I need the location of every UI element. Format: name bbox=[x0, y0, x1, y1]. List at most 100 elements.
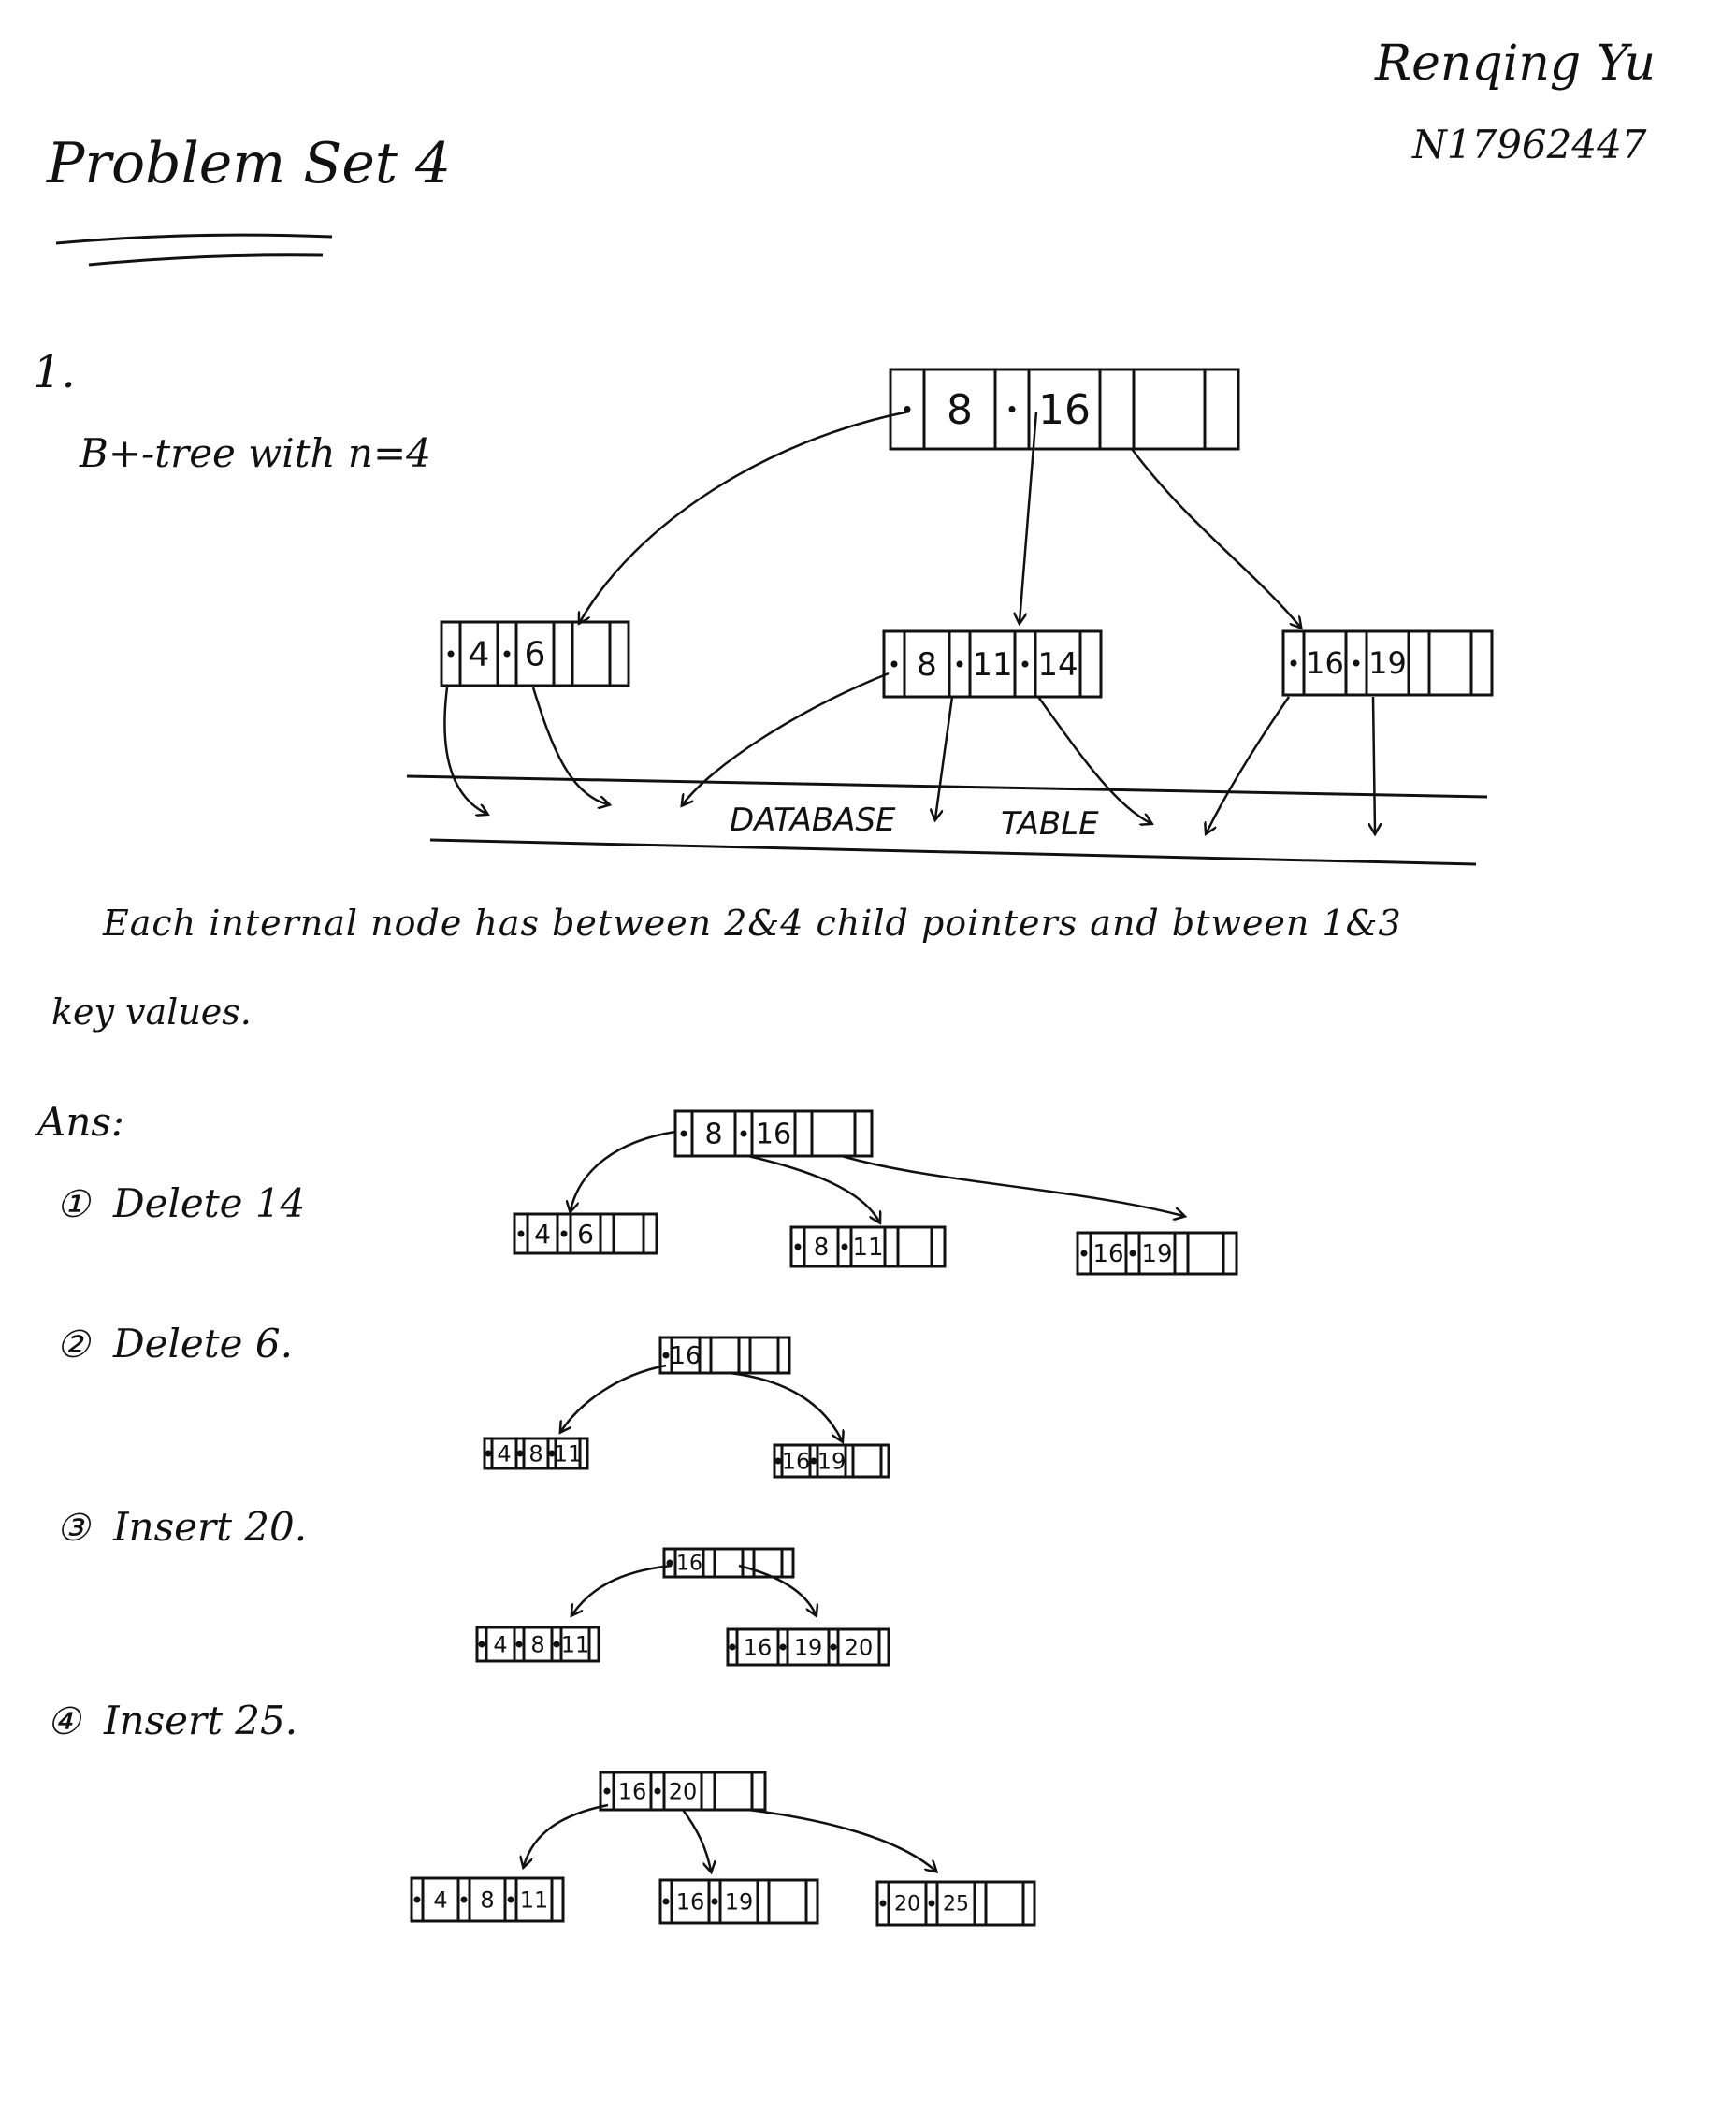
problem-number: 1. bbox=[33, 346, 76, 398]
step2-leaf-1-box bbox=[483, 1437, 589, 1470]
leaf3-arrow-a bbox=[1207, 696, 1291, 832]
step4-leaf-1-key: 4 bbox=[433, 1886, 447, 1913]
step4-leaf-1-key: 8 bbox=[480, 1886, 494, 1913]
database-table-top-line bbox=[406, 774, 1488, 799]
step2-leaf-2-key: 19 bbox=[817, 1448, 846, 1474]
step1-leaf-1-pointer-dot bbox=[517, 1230, 525, 1237]
step3-leaf-2-pointer-dot bbox=[729, 1643, 736, 1651]
database-label: DATABASE bbox=[730, 802, 896, 839]
step1-arrow-middle bbox=[747, 1154, 879, 1222]
original-leaf-3-key: 19 bbox=[1368, 645, 1407, 681]
step-3: ③ Insert 20. bbox=[56, 1504, 307, 1550]
original-root-node: 8 16 bbox=[889, 368, 1240, 451]
leaf1-arrow-a bbox=[443, 687, 486, 814]
step4-leaf-1-pointer-dot bbox=[413, 1896, 421, 1903]
step3-leaf-2-key: 16 bbox=[744, 1634, 773, 1660]
problem-description-line2: key values. bbox=[51, 991, 252, 1033]
step1-leaf-2-box bbox=[789, 1225, 947, 1268]
step4-leaf-2-box bbox=[658, 1878, 819, 1925]
step-2-marker: ② bbox=[56, 1323, 90, 1366]
step-3-text: Insert 20. bbox=[112, 1504, 308, 1550]
step4-leaf-3-pointer-dot bbox=[928, 1900, 935, 1907]
original-arrow-right bbox=[1131, 448, 1300, 627]
leaf2-arrow-b bbox=[935, 696, 954, 818]
step2-root-node-box bbox=[658, 1336, 791, 1375]
original-leaf-2-box bbox=[882, 629, 1103, 699]
original-leaf-2-pointer-dot bbox=[956, 660, 963, 668]
title-underline bbox=[55, 233, 333, 267]
original-leaf-1-pointer-dot bbox=[447, 650, 455, 658]
step4-leaf-1-pointer-dot bbox=[507, 1896, 514, 1903]
step1-root-node-box bbox=[673, 1109, 874, 1158]
original-leaf-2-key: 14 bbox=[1037, 646, 1078, 684]
step4-leaf-3-box bbox=[875, 1880, 1036, 1927]
step1-leaf-1-box bbox=[513, 1212, 658, 1255]
original-arrow-middle bbox=[1020, 411, 1038, 622]
problem-description-line1: Each internal node has between 2&4 child… bbox=[103, 903, 1402, 944]
step-3-marker: ③ bbox=[56, 1507, 90, 1550]
step-1-marker: ① bbox=[56, 1183, 90, 1226]
step2-leaf-1-key: 8 bbox=[528, 1440, 542, 1467]
step3-root-node: 16 bbox=[662, 1547, 795, 1579]
step1-root-node-key: 16 bbox=[756, 1119, 791, 1151]
page-title: Problem Set 4 bbox=[47, 131, 452, 196]
step1-leaf-1-pointer-dot bbox=[560, 1230, 568, 1237]
original-leaf-1-pointer-dot bbox=[503, 650, 511, 658]
step2-leaf-2-pointer-dot bbox=[810, 1457, 817, 1465]
original-leaf-3-pointer-dot bbox=[1353, 659, 1360, 667]
step4-leaf-2-key: 19 bbox=[725, 1888, 754, 1915]
step1-leaf-3-pointer-dot bbox=[1129, 1250, 1136, 1257]
step4-leaf-1-box bbox=[410, 1876, 565, 1923]
step2-leaf-1-pointer-dot bbox=[485, 1450, 492, 1457]
step3-root-node-key: 16 bbox=[676, 1553, 702, 1576]
step4-leaf-3-key: 20 bbox=[894, 1893, 920, 1916]
step2-root-node-pointer-dot bbox=[662, 1352, 670, 1359]
step1-arrow-left bbox=[571, 1130, 676, 1210]
step4-root-node-key: 20 bbox=[669, 1778, 698, 1804]
step1-leaf-2-pointer-dot bbox=[794, 1243, 802, 1250]
original-leaf-1-box bbox=[440, 620, 630, 687]
step2-leaf-1-pointer-dot bbox=[548, 1450, 556, 1457]
step1-leaf-3-pointer-dot bbox=[1080, 1250, 1088, 1257]
step-1: ① Delete 14 bbox=[56, 1180, 305, 1226]
original-leaf-2-pointer-dot bbox=[1021, 660, 1029, 668]
step2-root-node-key: 16 bbox=[670, 1342, 701, 1370]
step4-arrow-middle bbox=[681, 1809, 711, 1871]
original-root-node-box bbox=[889, 368, 1240, 451]
original-leaf-1-key: 6 bbox=[525, 636, 546, 674]
leaf2-arrow-a bbox=[683, 672, 890, 804]
step3-leaf-2-pointer-dot bbox=[830, 1643, 837, 1651]
step2-leaf-2-key: 16 bbox=[782, 1448, 811, 1474]
step4-leaf-1-pointer-dot bbox=[460, 1896, 468, 1903]
step4-root-node-key: 16 bbox=[618, 1778, 647, 1804]
step3-leaf-1-pointer-dot bbox=[478, 1641, 485, 1648]
original-root-node-key: 8 bbox=[947, 386, 973, 434]
step2-arrow-left bbox=[561, 1364, 667, 1431]
step1-root-node-pointer-dot bbox=[680, 1130, 687, 1137]
step4-leaf-3-pointer-dot bbox=[879, 1900, 887, 1907]
original-root-node-key: 16 bbox=[1038, 386, 1091, 434]
database-table-bottom-line bbox=[429, 838, 1477, 866]
step1-leaf-3-key: 19 bbox=[1141, 1240, 1172, 1268]
step2-leaf-1-key: 11 bbox=[554, 1440, 583, 1467]
step3-leaf-1-key: 11 bbox=[561, 1631, 590, 1657]
original-leaf-2-pointer-dot bbox=[890, 660, 898, 668]
original-leaf-1-key: 4 bbox=[469, 636, 490, 674]
step3-leaf-1-pointer-dot bbox=[553, 1641, 560, 1648]
original-leaf-2-key: 8 bbox=[917, 646, 937, 684]
original-arrow-left bbox=[580, 410, 910, 622]
step4-arrow-right bbox=[747, 1808, 935, 1871]
step-4: ④ Insert 25. bbox=[47, 1698, 297, 1743]
answer-label: Ans: bbox=[37, 1099, 125, 1145]
